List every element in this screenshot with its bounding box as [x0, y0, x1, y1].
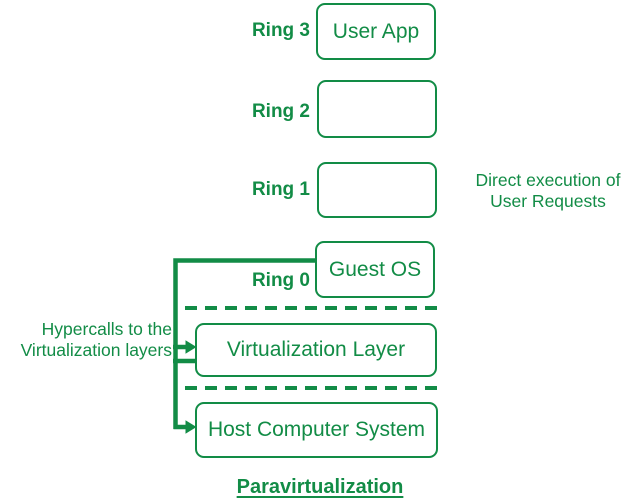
user-app-box: User App — [316, 3, 436, 60]
hypercalls-line2: Virtualization layers — [20, 340, 172, 360]
arrow-head-host-icon — [185, 420, 197, 434]
ring2-label: Ring 2 — [251, 101, 310, 122]
hypercalls-line1: Hypercalls to the — [41, 319, 172, 339]
ring2-box — [317, 80, 437, 138]
hypercalls-annotation: Hypercalls to the Virtualization layers — [21, 319, 172, 361]
direct-execution-line1: Direct execution of — [475, 170, 621, 190]
ring1-box — [317, 162, 437, 218]
ring0-label: Ring 0 — [251, 270, 310, 291]
host-computer-system-box: Host Computer System — [195, 402, 438, 458]
guest-os-box: Guest OS — [315, 241, 435, 298]
ring3-label: Ring 3 — [251, 20, 310, 41]
hypercall-elbow-line — [173, 258, 315, 429]
arrow-head-virtualization-icon — [185, 340, 197, 354]
direct-execution-annotation: Direct execution of User Requests — [458, 170, 631, 212]
virtualization-layer-box: Virtualization Layer — [195, 323, 437, 377]
direct-execution-line2: User Requests — [490, 191, 606, 211]
ring1-label: Ring 1 — [251, 179, 310, 200]
diagram-title: Paravirtualization — [236, 476, 404, 498]
